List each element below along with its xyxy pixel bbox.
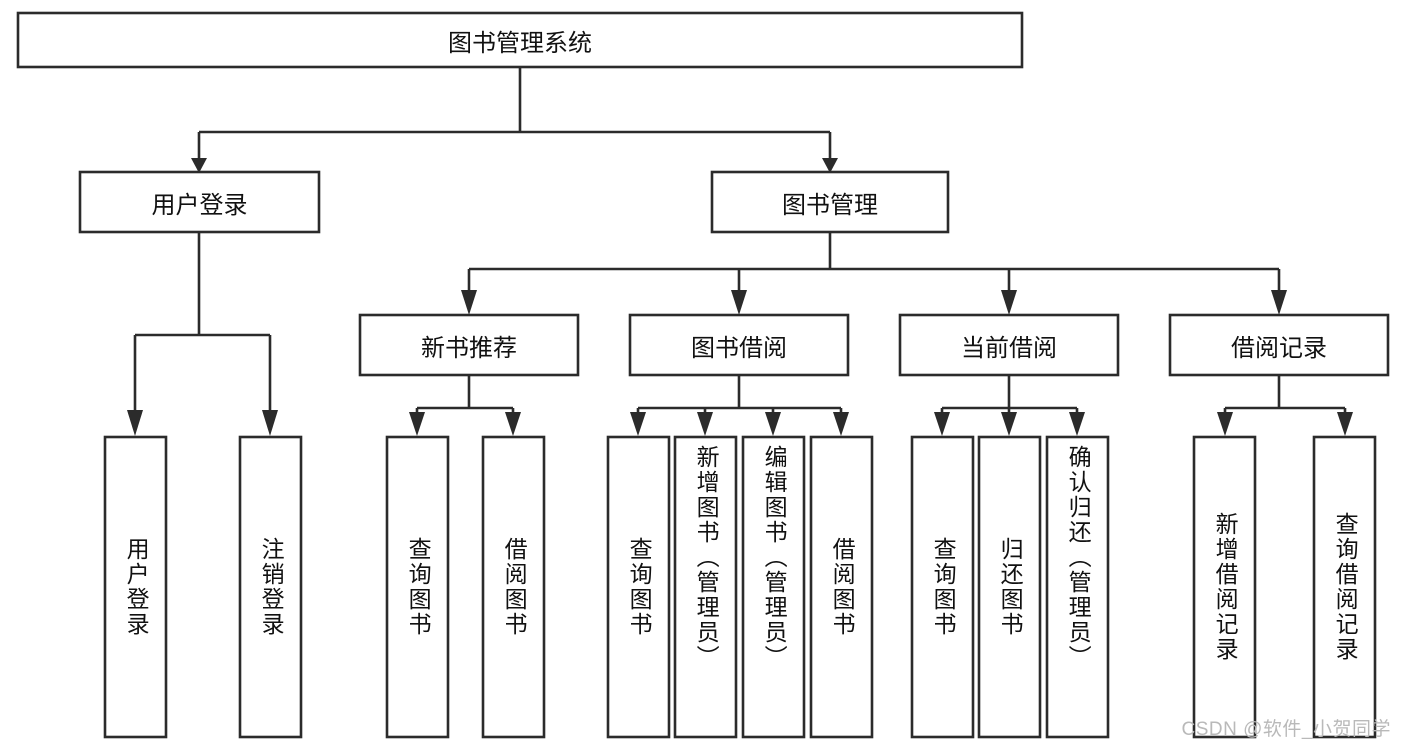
arrow-user-login-icon — [191, 158, 207, 173]
node-book-manage[interactable] — [710, 170, 950, 234]
arrow-book-manage-icon — [822, 158, 838, 173]
node-new-book-rec[interactable] — [358, 313, 580, 377]
arrow-borrow-record-icon — [1271, 290, 1287, 315]
node-leaf-query-book-2[interactable] — [606, 435, 671, 739]
node-boxes — [16, 11, 1390, 739]
arrow-leaf-add-book-icon — [697, 412, 713, 436]
node-root[interactable] — [16, 11, 1024, 69]
arrow-leaf-edit-book-icon — [765, 412, 781, 436]
arrow-leaf-query-book-3-icon — [934, 412, 950, 436]
arrow-leaf-confirm-return-icon — [1069, 412, 1085, 436]
node-book-borrow[interactable] — [628, 313, 850, 377]
node-leaf-confirm-return[interactable] — [1045, 435, 1110, 739]
node-leaf-borrow-book-1[interactable] — [481, 435, 546, 739]
arrow-leaf-borrow-book-1-icon — [505, 412, 521, 436]
node-leaf-logout[interactable] — [238, 435, 303, 739]
arrow-leaf-query-record-icon — [1337, 412, 1353, 436]
node-leaf-edit-book[interactable] — [741, 435, 806, 739]
node-leaf-query-book-3[interactable] — [910, 435, 975, 739]
node-leaf-user-login[interactable] — [103, 435, 168, 739]
arrow-leaf-user-login-icon — [127, 410, 143, 436]
arrow-leaf-query-book-1-icon — [409, 412, 425, 436]
node-leaf-add-book[interactable] — [673, 435, 738, 739]
arrow-leaf-logout-icon — [262, 410, 278, 436]
arrow-leaf-add-record-icon — [1217, 412, 1233, 436]
watermark: CSDN @软件_小贺同学 — [1181, 719, 1391, 740]
arrow-leaf-return-book-icon — [1001, 412, 1017, 436]
arrow-new-book-rec-icon — [461, 290, 477, 315]
arrow-book-borrow-icon — [731, 290, 747, 315]
node-user-login[interactable] — [78, 170, 321, 234]
node-leaf-borrow-book-2[interactable] — [809, 435, 874, 739]
node-current-borrow[interactable] — [898, 313, 1120, 377]
node-leaf-return-book[interactable] — [977, 435, 1042, 739]
node-borrow-record[interactable] — [1168, 313, 1390, 377]
arrow-current-borrow-icon — [1001, 290, 1017, 315]
arrow-leaf-borrow-book-2-icon — [833, 412, 849, 436]
node-leaf-query-record[interactable] — [1312, 435, 1377, 739]
arrow-leaf-query-book-2-icon — [630, 412, 646, 436]
node-leaf-query-book-1[interactable] — [385, 435, 450, 739]
node-leaf-add-record[interactable] — [1192, 435, 1257, 739]
connectors — [127, 67, 1353, 436]
